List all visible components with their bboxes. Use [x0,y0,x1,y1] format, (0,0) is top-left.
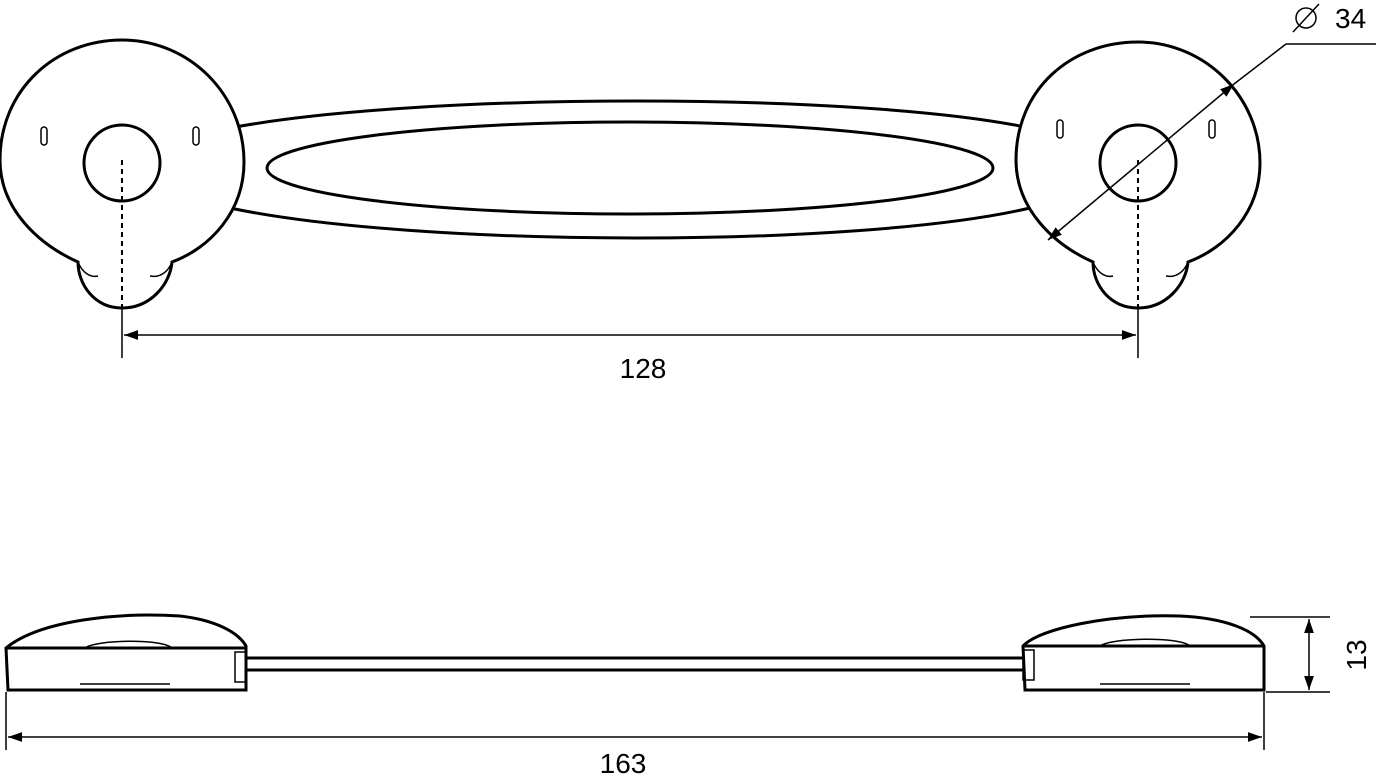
hole-spacing-label: 128 [620,353,667,384]
height-dimension: 13 [1250,616,1372,693]
right-base-side [1021,614,1266,692]
handle-inner-slot [265,120,995,216]
hole-spacing-dimension: 128 [121,305,1139,384]
left-slot-mark-b [192,126,200,146]
diameter-dimension: 34 [1047,3,1376,241]
diameter-symbol-icon [1292,3,1320,33]
handle-outer-outline [229,99,1031,240]
left-slot-mark-a [40,126,48,146]
top-view: 128 34 [0,3,1376,384]
side-view: 13 163 [4,613,1372,777]
diameter-label: 34 [1335,3,1366,34]
height-label: 13 [1341,639,1372,670]
right-base-plate [1014,40,1262,310]
overall-length-dimension: 163 [5,692,1265,777]
left-base-plate [0,38,246,310]
overall-length-label: 163 [600,748,647,777]
left-base-side [4,613,248,692]
